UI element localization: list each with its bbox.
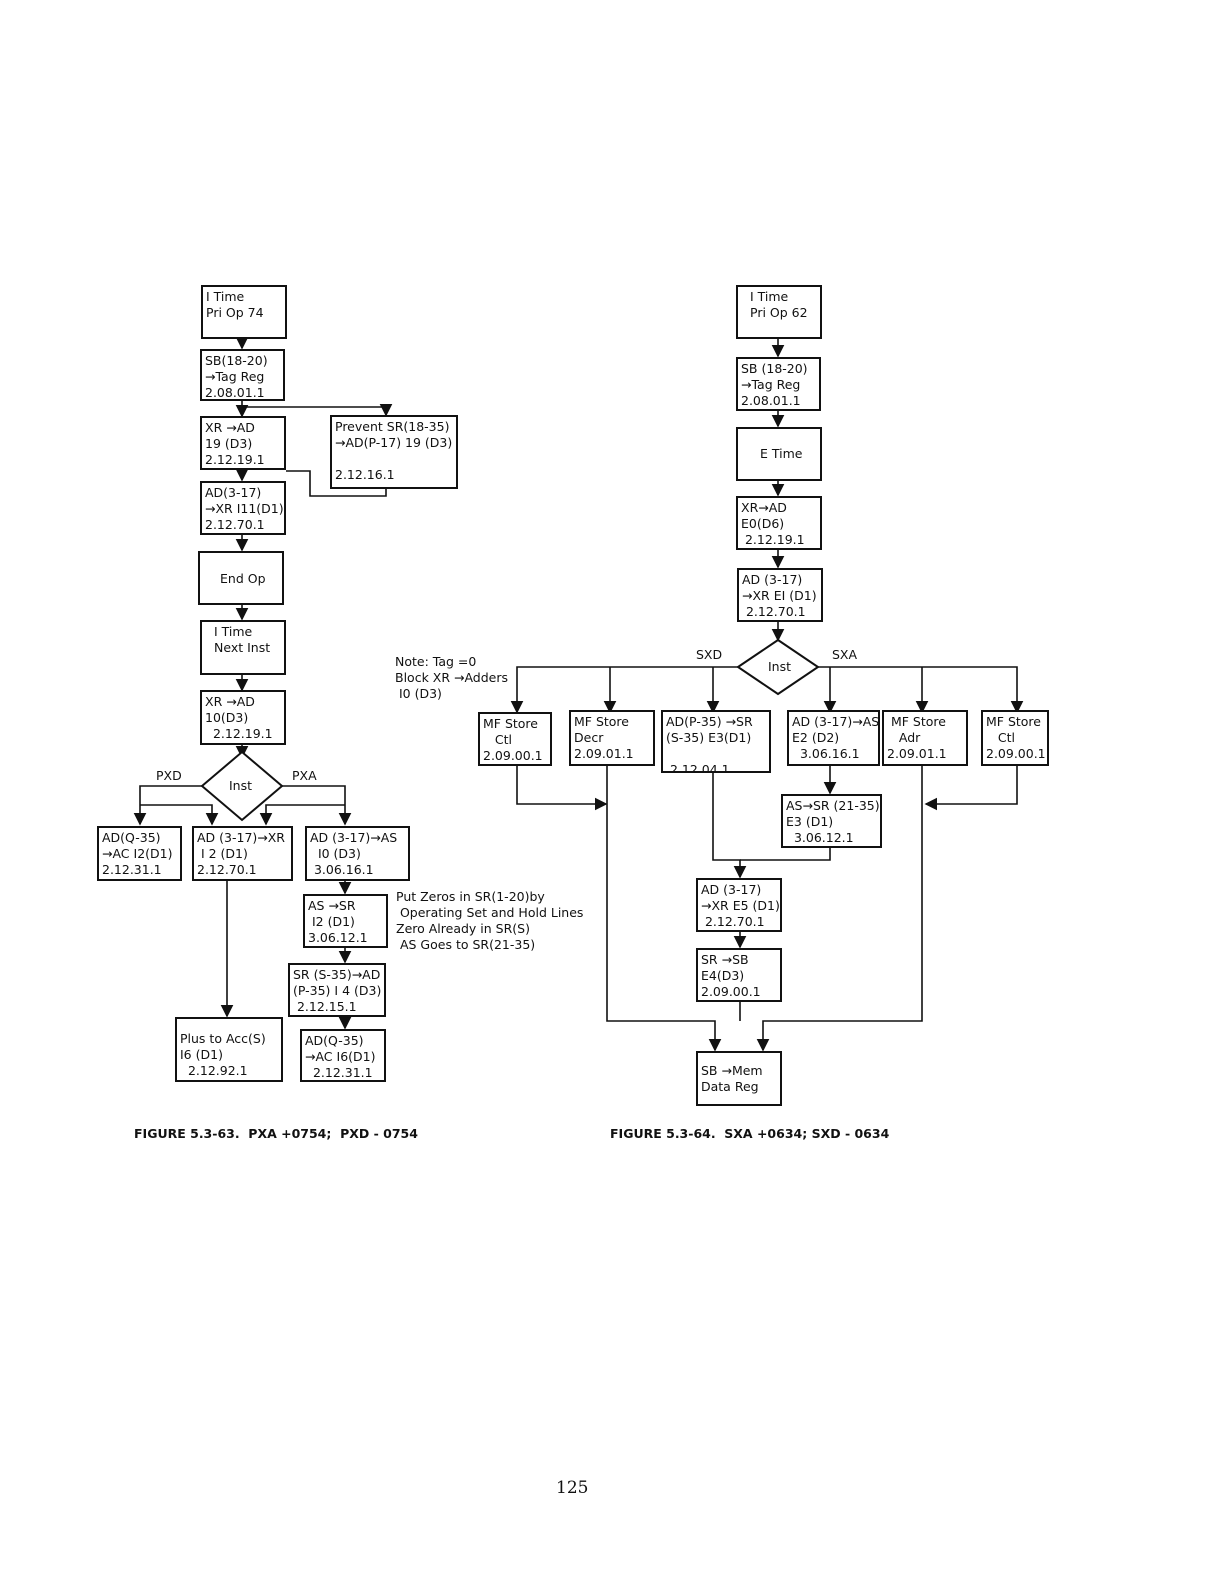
left-as-sr-box: AS →SR I2 (D1) 3.06.12.1 (303, 894, 388, 948)
right-mf-store-decr-box: MF Store Decr 2.09.01.1 (569, 710, 655, 766)
right-tag-note: Note: Tag =0 Block XR →Adders I0 (D3) (395, 654, 509, 701)
right-e-time-box: E Time (736, 427, 822, 481)
page-number: 125 (556, 1478, 589, 1498)
right-decision-diamond (736, 638, 820, 696)
left-decision-diamond (200, 750, 284, 822)
left-plus-acc-box: Plus to Acc(S) I6 (D1) 2.12.92.1 (175, 1017, 283, 1082)
left-decision-label: Inst (229, 778, 253, 793)
left-end-op-box: End Op (198, 551, 284, 605)
left-pxd-label: PXD (156, 768, 182, 783)
left-i-time-box: I Time Pri Op 74 (201, 285, 287, 339)
left-sb-tag-box: SB(18-20) →Tag Reg 2.08.01.1 (200, 349, 285, 401)
left-ad-xr-i2-box: AD (3-17)→XR I 2 (D1) 2.12.70.1 (192, 826, 293, 881)
right-mf-store-ctl-2-box: MF Store Ctl 2.09.00.1 (981, 710, 1049, 766)
left-xr-ad-box: XR →AD 19 (D3) 2.12.19.1 (200, 416, 286, 470)
left-figure-caption: FIGURE 5.3-63. PXA +0754; PXD - 0754 (134, 1126, 418, 1141)
left-sr-ad-box: SR (S-35)→AD (P-35) I 4 (D3) 2.12.15.1 (288, 963, 386, 1017)
right-mf-store-adr-box: MF Store Adr 2.09.01.1 (882, 710, 968, 766)
right-figure-caption: FIGURE 5.3-64. SXA +0634; SXD - 0634 (610, 1126, 890, 1141)
left-ad-as-box: AD (3-17)→AS I0 (D3) 3.06.16.1 (305, 826, 410, 881)
right-i-time-box: I Time Pri Op 62 (736, 285, 822, 339)
right-ad-sr-box: AD(P-35) →SR (S-35) E3(D1) 2.12.04.1 (661, 710, 771, 773)
left-ad-ac-16-box: AD(Q-35) →AC I6(D1) 2.12.31.1 (300, 1029, 386, 1082)
right-sb-tag-box: SB (18-20) →Tag Reg 2.08.01.1 (736, 357, 821, 411)
right-xr-ad-box: XR→AD E0(D6) 2.12.19.1 (736, 496, 822, 550)
left-prevent-box: Prevent SR(18-35) →AD(P-17) 19 (D3) 2.12… (330, 415, 458, 489)
right-sxd-label: SXD (696, 647, 723, 662)
left-next-inst-box: I Time Next Inst (200, 620, 286, 675)
right-ad-xr-e5-box: AD (3-17) →XR E5 (D1) 2.12.70.1 (696, 878, 782, 932)
left-ad-xr-box: AD(3-17) →XR I11(D1) 2.12.70.1 (200, 481, 286, 535)
right-as-sr-box: AS→SR (21-35) E3 (D1) 3.06.12.1 (781, 794, 882, 848)
left-xr-ad-10-box: XR →AD 10(D3) 2.12.19.1 (200, 690, 286, 745)
right-ad-xr-box: AD (3-17) →XR EI (D1) 2.12.70.1 (737, 568, 823, 622)
right-sxa-label: SXA (832, 647, 858, 662)
right-decision-label: Inst (768, 659, 792, 674)
right-ad-as-box: AD (3-17)→AS E2 (D2) 3.06.16.1 (787, 710, 880, 766)
left-ad-ac-box: AD(Q-35) →AC I2(D1) 2.12.31.1 (97, 826, 182, 881)
right-sb-mem-box: SB →Mem Data Reg (696, 1051, 782, 1106)
right-sr-sb-box: SR →SB E4(D3) 2.09.00.1 (696, 948, 782, 1002)
left-zero-note: Put Zeros in SR(1-20)by Operating Set an… (396, 889, 584, 952)
right-mf-store-ctl-1-box: MF Store Ctl 2.09.00.1 (478, 712, 552, 766)
left-pxa-label: PXA (292, 768, 317, 783)
